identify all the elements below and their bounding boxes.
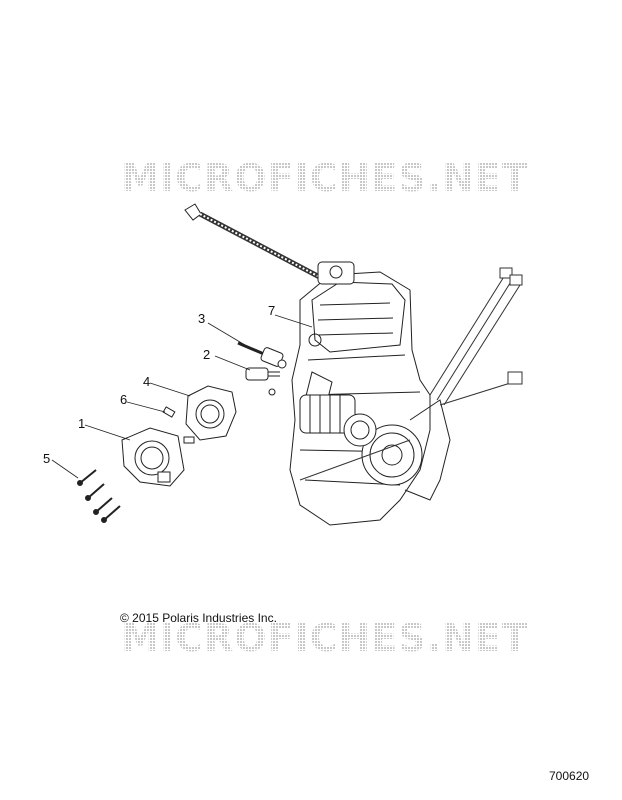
diagram-number: 700620 <box>549 769 590 783</box>
bolts-part-5 <box>77 469 121 523</box>
watermark-top: MICROFICHES.NET <box>121 160 529 196</box>
callout-6: 6 <box>120 392 128 407</box>
callout-4: 4 <box>143 374 151 389</box>
throttle-body-part-1 <box>121 427 185 487</box>
callout-1: 1 <box>78 416 86 431</box>
injector-part-2 <box>245 367 280 396</box>
watermark-top-text: MICROFICHES.NET <box>121 160 529 196</box>
watermark-bottom-text: MICROFICHES.NET <box>121 620 529 656</box>
stator-cover <box>343 399 451 501</box>
engine-block <box>289 261 431 526</box>
leader-lines <box>51 314 313 479</box>
callout-2: 2 <box>203 347 211 362</box>
throttle-adapter-part-4 <box>183 385 237 444</box>
callout-3: 3 <box>198 311 206 326</box>
watermark-bottom: MICROFICHES.NET <box>121 620 529 656</box>
starter-motor <box>299 394 356 434</box>
wiring-harness <box>299 267 523 481</box>
callout-5: 5 <box>43 451 51 466</box>
callout-7: 7 <box>268 303 276 318</box>
dowel-pin-part-6 <box>162 406 176 418</box>
sensor-part-3 <box>237 341 287 369</box>
copyright-notice: © 2015 Polaris Industries Inc. <box>120 611 277 625</box>
